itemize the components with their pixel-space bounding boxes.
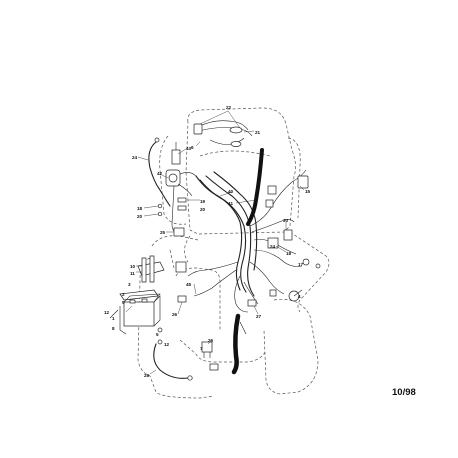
callout-43: 43 bbox=[186, 146, 192, 151]
callout-18-top: 18 bbox=[137, 206, 143, 211]
callout-12-lower: 12 bbox=[164, 342, 170, 347]
callout-11: 11 bbox=[130, 271, 135, 276]
leader-lines bbox=[125, 110, 305, 375]
callout-2: 2 bbox=[122, 292, 125, 297]
frame-left-outline bbox=[137, 257, 215, 399]
callout-5: 5 bbox=[156, 332, 159, 337]
callout-41: 41 bbox=[228, 201, 234, 206]
callout-7: 7 bbox=[200, 346, 203, 351]
callout-4: 4 bbox=[298, 294, 301, 299]
callout-6: 6 bbox=[191, 145, 194, 150]
callout-26-left: 26 bbox=[172, 312, 178, 317]
callout-labels: 22 21 6 24 43 42 18 20 19 20 40 15 41 30… bbox=[104, 105, 311, 378]
callout-17: 17 bbox=[298, 262, 304, 267]
callout-9: 9 bbox=[122, 300, 125, 305]
callout-20-left: 20 bbox=[137, 214, 143, 219]
front-wheel-right bbox=[287, 137, 301, 219]
date-code: 10/98 bbox=[392, 387, 416, 398]
solenoid-group bbox=[165, 142, 197, 237]
callout-3: 3 bbox=[128, 282, 131, 287]
front-wheel-left bbox=[159, 135, 187, 225]
callout-20-right: 20 bbox=[200, 207, 206, 212]
callout-22: 22 bbox=[226, 105, 232, 110]
grille-outline bbox=[199, 150, 271, 157]
headlight-harness bbox=[193, 120, 253, 147]
callout-24-top: 24 bbox=[132, 155, 138, 160]
fasteners-left bbox=[157, 197, 187, 217]
footrest-outline bbox=[169, 235, 191, 269]
callout-27: 27 bbox=[256, 314, 262, 319]
callout-28: 28 bbox=[144, 373, 150, 378]
callout-19: 19 bbox=[200, 199, 206, 204]
lower-components bbox=[175, 261, 247, 371]
callout-24-right: 24 bbox=[270, 244, 276, 249]
right-components bbox=[247, 175, 321, 307]
rear-fender-right bbox=[263, 299, 319, 395]
callout-30: 30 bbox=[283, 218, 289, 223]
ground-cable-left bbox=[148, 137, 171, 207]
callout-26-lower: 26 bbox=[208, 338, 214, 343]
callout-18-right: 18 bbox=[286, 251, 292, 256]
callout-1: 1 bbox=[112, 316, 115, 321]
callout-45: 45 bbox=[186, 282, 192, 287]
callout-15: 15 bbox=[305, 189, 311, 194]
hood-outline bbox=[185, 107, 296, 235]
tractor-outline bbox=[137, 107, 330, 399]
callout-40: 40 bbox=[228, 189, 234, 194]
battery-cable bbox=[153, 343, 193, 381]
callout-25: 25 bbox=[160, 230, 166, 235]
main-wire-harness bbox=[187, 169, 307, 313]
callout-8: 8 bbox=[112, 326, 115, 331]
callout-21: 21 bbox=[255, 130, 261, 135]
callout-12-upper: 12 bbox=[104, 310, 110, 315]
callout-42: 42 bbox=[157, 171, 163, 176]
callout-10: 10 bbox=[130, 264, 136, 269]
battery-assembly bbox=[109, 255, 165, 345]
